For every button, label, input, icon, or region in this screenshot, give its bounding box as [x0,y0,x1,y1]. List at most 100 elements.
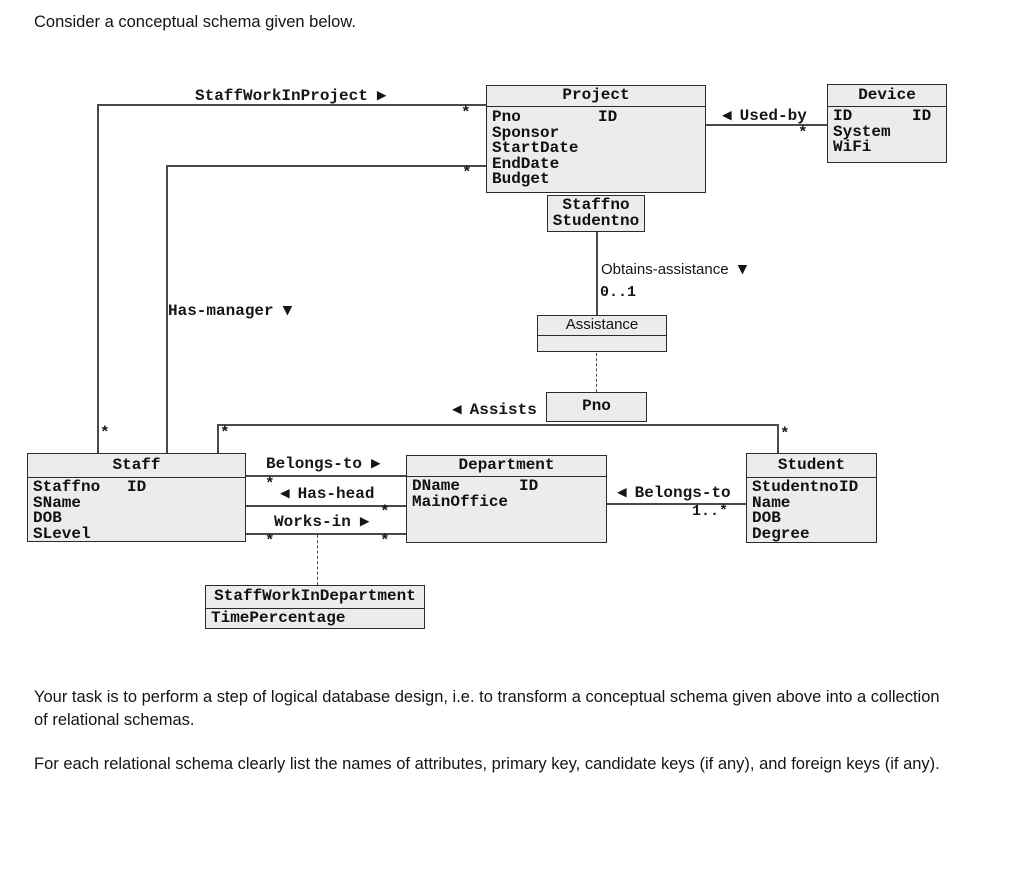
relationship-name: Obtains-assistance [601,261,729,278]
entity-department-title: Department [407,456,606,477]
attribute-name: MainOffice [412,492,509,511]
relationship-name: Has-head [297,485,375,503]
direction-arrow-right-icon: ▶ [376,87,387,102]
attribute-name: Studentno [552,212,640,230]
connector-staffworkinproject-horizontal [97,104,486,106]
page-title: Consider a conceptual schema given below… [34,13,356,31]
entity-staffworkindepartment: StaffWorkInDepartment TimePercentage [205,585,425,629]
direction-arrow-left-icon: ◀ [452,401,462,416]
entity-project-attributes: Pno ID Sponsor StartDate EndDate Budget [487,107,705,188]
task-paragraph-2: For each relational schema clearly list … [34,755,940,773]
entity-staffworkindepartment-title: StaffWorkInDepartment [206,586,424,609]
entity-staff-title: Staff [28,454,245,478]
multiplicity-star-assists-student-end: * [780,425,790,443]
connector-assists-horizontal [217,424,778,426]
relationship-name: Used-by [739,107,807,125]
relationship-name: Works-in [274,513,351,531]
task-paragraph-1: Your task is to perform a step of logica… [34,688,940,729]
entity-project: Project Pno ID Sponsor StartDate EndDate … [486,85,706,193]
attribute-row: Name [747,493,876,512]
relationship-label-used-by: ◀ Used-by [722,107,807,125]
relationship-label-belongs-to-dept-student: ◀ Belongs-to [617,484,731,502]
attribute-name: Studentno [752,478,839,496]
attribute-name: Staffno [562,196,630,214]
entity-department-attributes: DName ID MainOffice [407,477,606,510]
attribute-name: SName [33,493,82,512]
attribute-row: SName [28,493,245,512]
id-marker: ID [598,108,618,126]
attribute-name: TimePercentage [211,609,346,627]
attribute-name: Budget [492,170,550,188]
relationship-label-works-in: Works-in ▶ [274,513,370,531]
multiplicity-belongs-to-dept-student: 1..* [692,503,729,520]
attribute-name: Staffno [33,478,101,496]
entity-student-title: Student [747,454,876,478]
attribute-name: Pno [492,108,521,126]
attribute-row: WiFi [828,138,946,156]
attribute-box-pno: Pno [546,392,647,422]
attribute-row: DName ID [407,477,606,495]
entity-assistance: Assistance [537,315,667,352]
direction-arrow-left-icon: ◀ [722,107,732,122]
direction-arrow-down-icon: ▼ [737,261,748,276]
multiplicity-star-usedby-device-end: * [798,124,808,142]
attribute-row: DOB [747,509,876,527]
attribute-row: MainOffice [407,492,606,511]
attribute-name: WiFi [833,138,872,156]
attribute-name: EndDate [492,154,560,173]
id-marker: ID [519,477,539,495]
connector-works-in-dashed [317,535,318,585]
connector-has-manager-horizontal [166,165,486,167]
multiplicity-star-hasmanager-project-end: * [462,164,472,182]
connector-assists-left-vertical [217,424,219,453]
attribute-name: DOB [752,509,781,527]
attribute-name: DOB [33,509,62,527]
attribute-row: StartDate [487,140,705,157]
relationship-label-staffworkinproject: StaffWorkInProject ▶ [195,87,387,105]
multiplicity-star-belongsto-staff-end: * [265,475,275,493]
relationship-name: Assists [469,401,537,419]
attribute-box-staffno-studentno: Staffno Studentno [547,195,645,232]
entity-project-title: Project [487,86,705,107]
connector-has-head [246,505,406,507]
direction-arrow-right-icon: ▶ [371,455,381,470]
connector-works-in [246,533,406,535]
attribute-row: Budget [487,170,705,188]
relationship-name: StaffWorkInProject [195,87,368,105]
attribute-name: System [833,122,891,141]
relationship-label-has-head: ◀ Has-head [280,485,375,503]
connector-staffworkinproject-vertical [97,104,99,453]
connector-used-by [705,124,827,126]
relationship-label-belongs-to-staff-dept: Belongs-to ▶ [266,455,381,473]
attribute-row: DOB [28,509,245,527]
relationship-name: Has-manager [168,302,274,320]
multiplicity-star-worksin-staff-end: * [265,532,275,550]
attribute-row: System [828,122,946,141]
direction-arrow-left-icon: ◀ [617,484,627,499]
connector-belongs-to-staff-dept [246,475,406,477]
entity-department: Department DName ID MainOffice [406,455,607,543]
direction-arrow-left-icon: ◀ [280,485,290,500]
multiplicity-star-hashead-dept-end: * [380,503,390,521]
relationship-name: Belongs-to [634,484,731,502]
relationship-name: Belongs-to [266,455,363,473]
direction-arrow-right-icon: ▶ [359,513,370,528]
attribute-row: EndDate [487,154,705,173]
attribute-name: DName [412,477,461,495]
attribute-row: Sponsor [487,125,705,142]
entity-device-title: Device [828,85,946,107]
entity-assistance-title: Assistance [538,316,666,336]
id-marker: ID [912,107,932,125]
attribute-row: Pno ID [487,108,705,126]
attribute-name: Name [752,493,791,512]
multiplicity-star-assists-staff-end: * [220,424,230,442]
